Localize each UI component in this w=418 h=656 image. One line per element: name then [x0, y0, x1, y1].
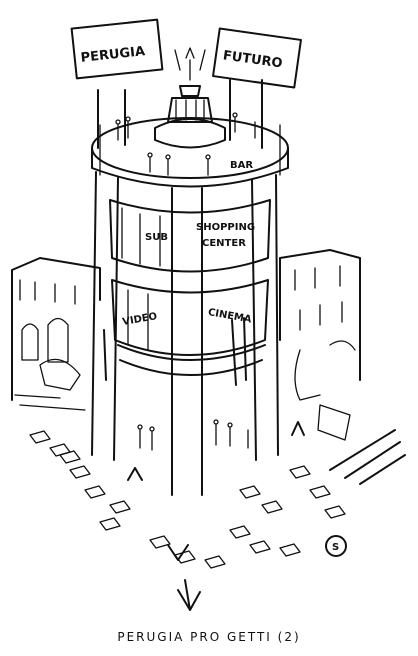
- sign-futuro: FUTURO: [212, 27, 302, 89]
- plaza-people: [137, 419, 249, 451]
- shopping-label-1: SHOPPING: [196, 222, 255, 233]
- shopping-label-2: CENTER: [202, 238, 246, 249]
- bar-label: BAR: [230, 160, 253, 171]
- circle-sign-text: S: [332, 542, 339, 553]
- ramp-structure: [317, 404, 406, 485]
- caption: PERUGIA PRO GETTI (2): [117, 630, 301, 644]
- right-building: [279, 249, 361, 401]
- base-rim: [117, 344, 266, 376]
- glass-level-lower: [111, 279, 269, 356]
- cinema-label: CINEMA: [207, 307, 252, 326]
- fountain: [154, 47, 226, 149]
- sign-perugia: PERUGIA: [70, 18, 164, 80]
- video-label: VIDEO: [122, 311, 158, 328]
- sub-label: SUB: [145, 232, 168, 243]
- traffic: [29, 430, 346, 569]
- sign-perugia-text: PERUGIA: [80, 44, 146, 66]
- left-sign-pole: [97, 89, 126, 149]
- circle-sign: S: [325, 535, 347, 557]
- sign-futuro-text: FUTURO: [222, 48, 283, 71]
- roof-disk: [91, 117, 289, 188]
- flow-arrows: [127, 421, 305, 611]
- right-sign-pole: [229, 79, 263, 149]
- glass-level-upper: [109, 199, 271, 273]
- columns: [91, 171, 279, 496]
- left-building: [11, 257, 101, 411]
- roof-people: [115, 112, 256, 176]
